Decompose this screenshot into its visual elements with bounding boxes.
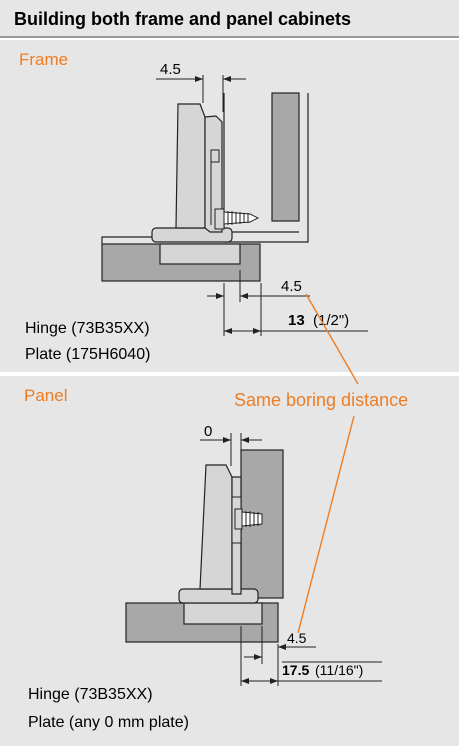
dim-arrow [223, 76, 231, 82]
dim-arrow [223, 437, 231, 443]
panel-hinge-arm [199, 464, 233, 590]
face-frame-stile [271, 92, 300, 222]
frame-dim-small: 4.5 [281, 278, 302, 295]
frame-dim-top: 4.5 [160, 61, 181, 78]
dim-arrow [224, 328, 232, 334]
hinge-arm [175, 103, 206, 229]
panel-screw-thread [245, 511, 259, 527]
panel-dim-main-paren: (11/16") [315, 662, 363, 678]
callout-leader-panel [297, 415, 355, 634]
panel-screw-body [241, 511, 263, 527]
dim-arrow [241, 437, 249, 443]
frame-section [0, 40, 459, 372]
panel-dim-small: 4.5 [287, 630, 307, 646]
dim-arrow [253, 328, 261, 334]
frame-plate-text: Plate (175H6040) [25, 346, 151, 363]
dim-arrow [195, 76, 203, 82]
callout-leader-frame [305, 293, 359, 385]
same-boring-callout: Same boring distance [234, 390, 409, 410]
frame-dim-main-paren: (1/2") [313, 312, 349, 329]
frame-hinge-text: Hinge (73B35XX) [25, 320, 150, 337]
panel-hinge-base [178, 588, 259, 604]
screw-thread [227, 211, 249, 225]
panel-plate-text: Plate (any 0 mm plate) [28, 714, 189, 731]
cabinet-side [223, 93, 309, 243]
mounting-plate [204, 115, 223, 233]
dim-arrow [254, 654, 262, 660]
panel-dim-main-bold: 17.5 [282, 662, 309, 678]
frame-drawing: 4.5 4.5 13 (1/2") [101, 61, 368, 336]
panel-label: Panel [24, 386, 68, 405]
screw-body [223, 211, 260, 225]
panel-dim-top: 0 [204, 423, 212, 440]
panel-drawing: 0 4.5 17.5 (11/16") [125, 423, 382, 686]
dim-arrow [241, 678, 249, 684]
section-divider [0, 372, 459, 376]
screw-head [214, 208, 225, 230]
dim-arrow [216, 293, 224, 299]
dim-arrow [240, 293, 248, 299]
panel-hinge-text: Hinge (73B35XX) [28, 686, 153, 703]
frame-dim-main-bold: 13 [288, 312, 305, 329]
panel-screw-head [234, 508, 243, 530]
panel-hinge-cup [183, 602, 263, 625]
header-bar: Building both frame and panel cabinets [0, 0, 459, 38]
page-title: Building both frame and panel cabinets [14, 9, 352, 29]
frame-label: Frame [19, 50, 69, 69]
dim-arrow [278, 644, 286, 650]
dim-arrow [270, 678, 278, 684]
hinge-cup [159, 243, 241, 265]
plate-cam [210, 149, 220, 163]
